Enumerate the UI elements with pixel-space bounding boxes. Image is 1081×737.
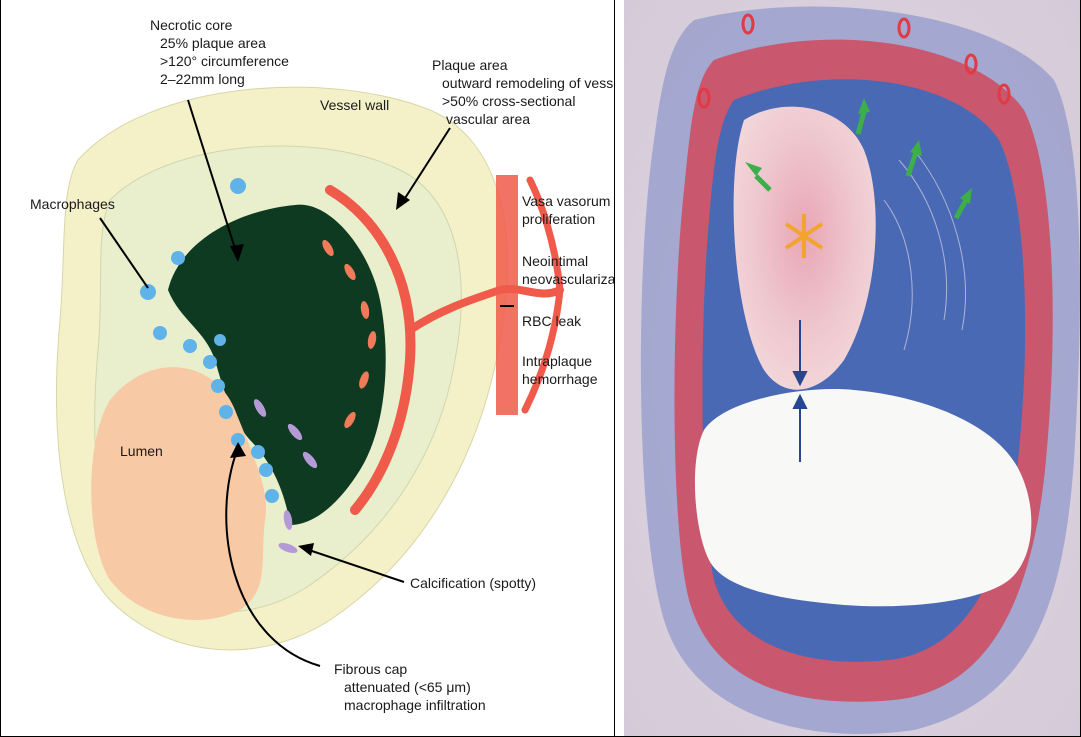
histology-panel — [614, 0, 1081, 737]
label-necrotic-core: Necrotic core 25% plaque area >120° circ… — [150, 16, 289, 88]
left-border — [0, 0, 1, 737]
histology-image — [614, 0, 1081, 737]
label-vasa-vasorum: Vasa vasorum proliferation — [522, 192, 610, 228]
panel-divider — [614, 0, 615, 737]
label-rbc-leak: RBC leak — [522, 312, 581, 330]
label-neointimal: Neointimal neovascularization — [522, 252, 614, 288]
label-lumen: Lumen — [120, 442, 163, 460]
plaque-schematic: Necrotic core 25% plaque area >120° circ… — [0, 0, 614, 737]
label-fibrous-cap: Fibrous cap attenuated (<65 μm) macropha… — [334, 660, 486, 714]
label-plaque-area: Plaque area outward remodeling of vessel… — [432, 56, 614, 128]
label-intraplaque: Intraplaque hemorrhage — [522, 352, 598, 388]
label-vessel-wall: Vessel wall — [320, 96, 389, 114]
label-calcification: Calcification (spotty) — [410, 574, 536, 592]
label-macrophages: Macrophages — [30, 195, 115, 213]
